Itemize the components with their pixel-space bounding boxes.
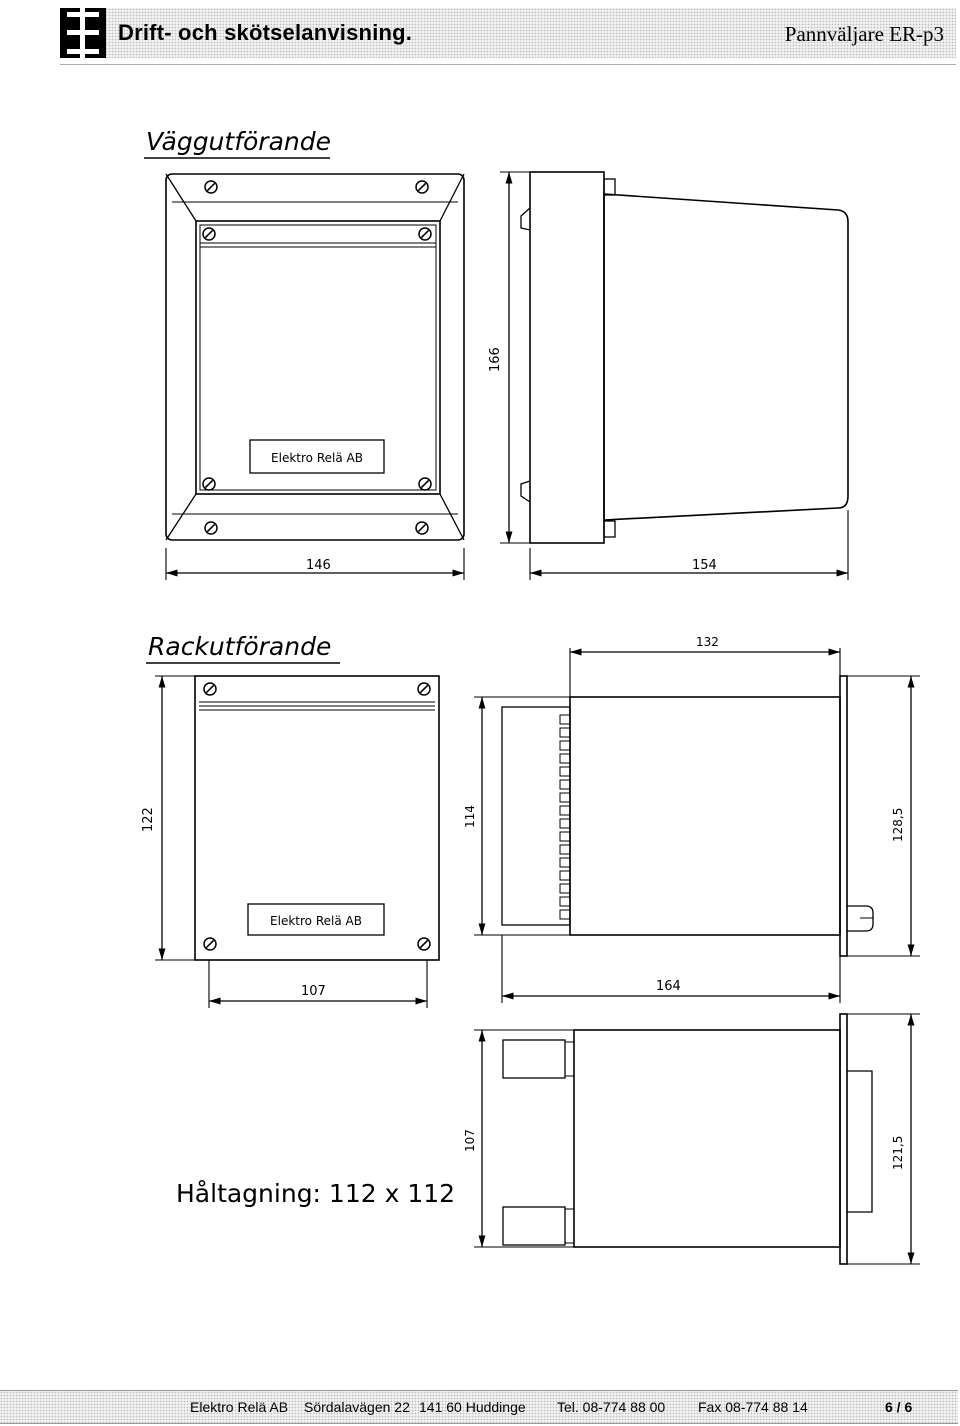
- panel-mount-view: [502, 1013, 873, 1265]
- header-rule: [60, 64, 956, 65]
- dim-128-5: 128,5: [891, 808, 905, 842]
- technical-drawing: Väggutförande Elektro Relä AB 146: [141, 127, 920, 1265]
- wall-front-view: [165, 173, 465, 541]
- dim-154: 154: [692, 558, 717, 573]
- footer-address: Sördalavägen 22: [304, 1399, 410, 1415]
- rack-side-view: [501, 675, 874, 957]
- rack-nameplate: [247, 903, 385, 936]
- dim-164: 164: [656, 979, 681, 994]
- footer-fax: Fax 08-774 88 14: [698, 1399, 808, 1415]
- footer-city: 141 60 Huddinge: [419, 1399, 526, 1415]
- dim-121-5: 121,5: [891, 1136, 905, 1170]
- wall-nameplate: [249, 439, 385, 474]
- rack-front-view: [194, 675, 440, 961]
- product-name: Pannväljare ER-p3: [784, 22, 944, 46]
- dim-166: 166: [488, 347, 503, 372]
- company-logo: [60, 8, 106, 58]
- dim-146: 146: [306, 558, 331, 573]
- rack-nameplate-text: Elektro Relä AB: [270, 914, 362, 928]
- footer-page-number: 6 / 6: [885, 1399, 913, 1415]
- document-title: Drift- och skötselanvisning.: [118, 20, 413, 45]
- dim-122: 122: [141, 807, 156, 832]
- page-footer: Elektro Relä AB Sördalavägen 22 141 60 H…: [0, 1390, 958, 1424]
- wall-side-view: [520, 171, 849, 544]
- dim-mount-107: 107: [463, 1129, 477, 1152]
- rack-title: Rackutförande: [148, 632, 331, 661]
- footer-company: Elektro Relä AB: [190, 1399, 289, 1415]
- dim-132: 132: [696, 635, 719, 649]
- wall-nameplate-text: Elektro Relä AB: [271, 451, 363, 465]
- dim-114: 114: [463, 805, 477, 828]
- hole-cutout-label: Håltagning: 112 x 112: [176, 1179, 455, 1208]
- wall-title: Väggutförande: [146, 127, 331, 156]
- dim-107: 107: [301, 984, 326, 999]
- footer-phone: Tel. 08-774 88 00: [557, 1399, 666, 1415]
- page-header: Drift- och skötselanvisning. Pannväljare…: [60, 8, 956, 58]
